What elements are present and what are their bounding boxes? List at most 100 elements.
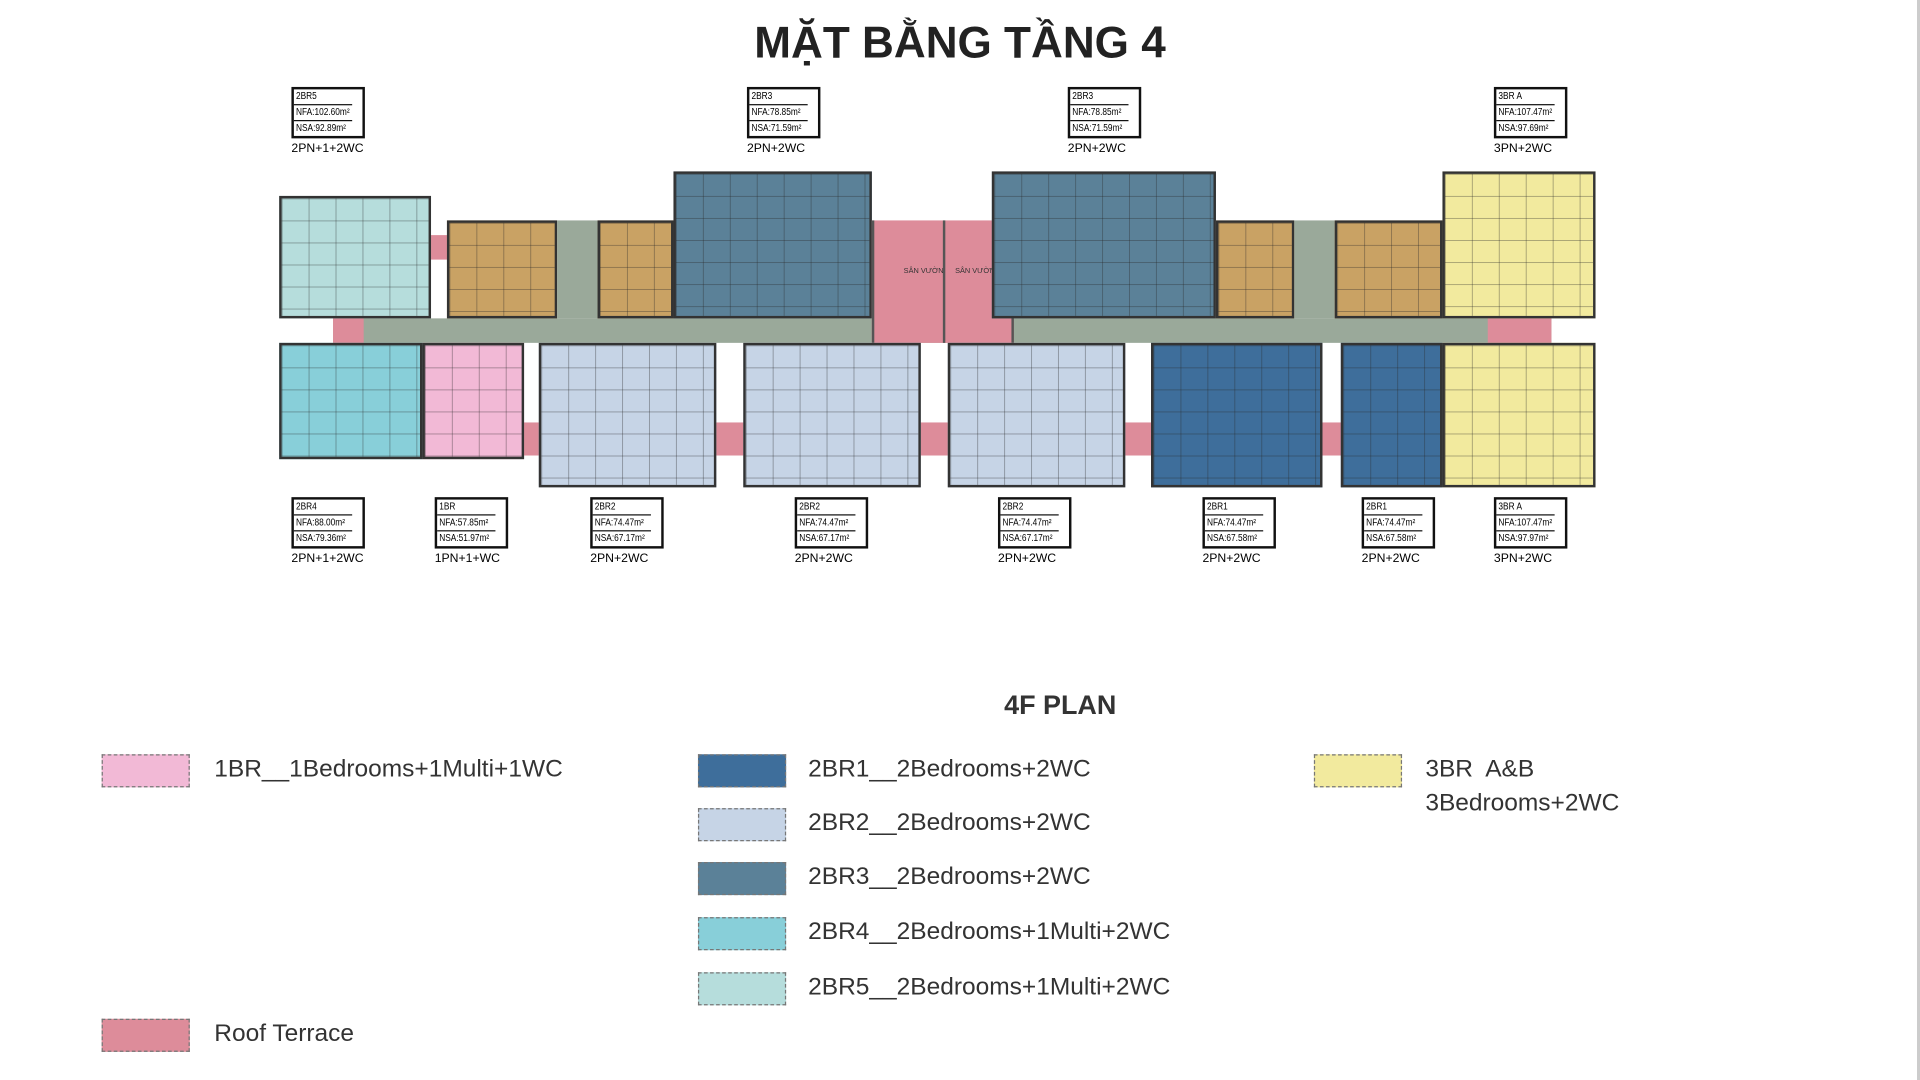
legend-label-2br3: 2BR3__2Bedrooms+2WC — [808, 863, 1091, 891]
unit-type: 2BR3 — [1070, 89, 1129, 106]
unit-1br — [422, 342, 525, 460]
unit-type: 3BR A — [1496, 89, 1555, 106]
legend-label-3br-desc: 3Bedrooms+2WC — [1425, 789, 1620, 817]
unit-nsa: NSA:51.97m² — [439, 532, 490, 544]
unit-type: 2BR1 — [1204, 500, 1264, 516]
page-edge — [1917, 0, 1920, 1080]
legend-label-2br2: 2BR2__2Bedrooms+2WC — [808, 809, 1091, 837]
unit-2br1 — [1340, 342, 1443, 488]
unit-caption: 2PN+1+2WC — [291, 552, 364, 566]
unit-2br3 — [673, 171, 872, 319]
unit-caption: 2PN+2WC — [1067, 142, 1126, 156]
unit-nfa: NFA:88.00m² — [293, 516, 353, 532]
unit-2br2 — [947, 342, 1126, 488]
unit-nfa: NFA:57.85m² — [437, 516, 496, 532]
unit-type: 1BR — [437, 500, 496, 516]
unit-type: 2BR2 — [1000, 500, 1059, 516]
unit-2br3 — [991, 171, 1216, 319]
legend-swatch-2br1 — [697, 754, 787, 788]
unit-nsa: NSA:67.17m² — [1002, 532, 1053, 544]
unit-nfa: NFA:74.47m² — [1364, 516, 1423, 532]
unit-caption: 2PN+1+2WC — [291, 142, 364, 156]
unit-nsa: NSA:67.58m² — [1206, 532, 1257, 544]
unit-2br2 — [538, 342, 717, 488]
unit-caption: 2PN+2WC — [1361, 552, 1420, 566]
unit-type: 2BR5 — [293, 89, 353, 106]
legend-swatch-3br — [1313, 754, 1403, 788]
garden-label: SÂN VƯỜN — [955, 268, 996, 276]
unit-nfa: NFA:74.47m² — [1204, 516, 1264, 532]
unit-nsa: NSA:67.17m² — [799, 532, 850, 544]
unit-type: 2BR2 — [592, 500, 651, 516]
unit-caption: 2PN+2WC — [590, 552, 649, 566]
roof-terrace — [1487, 318, 1552, 343]
unit-3br-a — [1442, 342, 1596, 488]
unit-nfa: NFA:102.60m² — [293, 105, 353, 122]
unit-caption: 2PN+2WC — [746, 142, 806, 156]
unit-2br5 — [279, 195, 432, 319]
legend-swatch-2br4 — [697, 917, 787, 951]
legend-swatch-2br2 — [697, 808, 787, 842]
unit-nsa: NSA:97.97m² — [1498, 532, 1549, 544]
unit-caption: 2PN+2WC — [997, 552, 1057, 566]
unit-nfa: NFA:74.47m² — [1000, 516, 1059, 532]
legend-label-2br1: 2BR1__2Bedrooms+2WC — [808, 755, 1091, 783]
unit-nfa: NFA:74.47m² — [797, 516, 856, 532]
unit-nsa: NSA:71.59m² — [751, 122, 802, 134]
unit-nfa: NFA:107.47m² — [1496, 516, 1555, 532]
plan-subtitle: 4F PLAN — [1004, 689, 1117, 721]
unit-caption: 2PN+2WC — [1202, 552, 1261, 566]
legend-swatch-1br — [101, 754, 190, 788]
roof-terrace-garden — [871, 220, 1014, 343]
unit-type: 3BR A — [1496, 500, 1555, 516]
legend-label-3br: 3BR A&B — [1425, 755, 1535, 783]
legend-swatch-2br5 — [697, 972, 787, 1006]
unit-2br1 — [1151, 342, 1323, 488]
unit-2br4 — [279, 342, 423, 460]
unit-type: 2BR4 — [293, 500, 353, 516]
legend-label-2br5: 2BR5__2Bedrooms+1Multi+2WC — [808, 973, 1171, 1001]
garden-label: SÂN VƯỜN — [903, 268, 944, 276]
legend-label-1br: 1BR__1Bedrooms+1Multi+1WC — [214, 755, 563, 783]
unit-nsa: NSA:79.36m² — [295, 532, 346, 544]
core-stair — [597, 220, 674, 319]
unit-nsa: NSA:97.69m² — [1498, 122, 1549, 134]
legend-swatch-roof — [101, 1018, 190, 1052]
page-title: MẶT BẰNG TẦNG 4 — [754, 17, 1166, 68]
legend-swatch-2br3 — [697, 862, 787, 896]
corridor-shaft — [557, 220, 598, 319]
roof-terrace — [428, 235, 449, 260]
unit-type: 2BR1 — [1364, 500, 1423, 516]
unit-caption: 1PN+1+WC — [434, 552, 501, 566]
core-stair — [446, 220, 558, 319]
corridor-shaft — [1294, 220, 1335, 319]
unit-caption: 2PN+2WC — [794, 552, 853, 566]
unit-nfa: NFA:74.47m² — [592, 516, 651, 532]
core-stair — [1334, 220, 1443, 319]
unit-2br2 — [743, 342, 921, 488]
unit-3br-a — [1442, 171, 1596, 319]
unit-nfa: NFA:78.85m² — [1070, 105, 1129, 122]
unit-type: 2BR2 — [797, 500, 856, 516]
unit-caption: 3PN+2WC — [1493, 552, 1553, 566]
unit-nsa: NSA:67.58m² — [1366, 532, 1417, 544]
legend-label-2br4: 2BR4__2Bedrooms+1Multi+2WC — [808, 918, 1171, 946]
core-stair — [1215, 220, 1295, 319]
roof-terrace — [333, 318, 364, 343]
unit-nsa: NSA:71.59m² — [1072, 122, 1123, 134]
unit-caption: 3PN+2WC — [1493, 142, 1553, 156]
legend-label-roof: Roof Terrace — [214, 1020, 355, 1047]
